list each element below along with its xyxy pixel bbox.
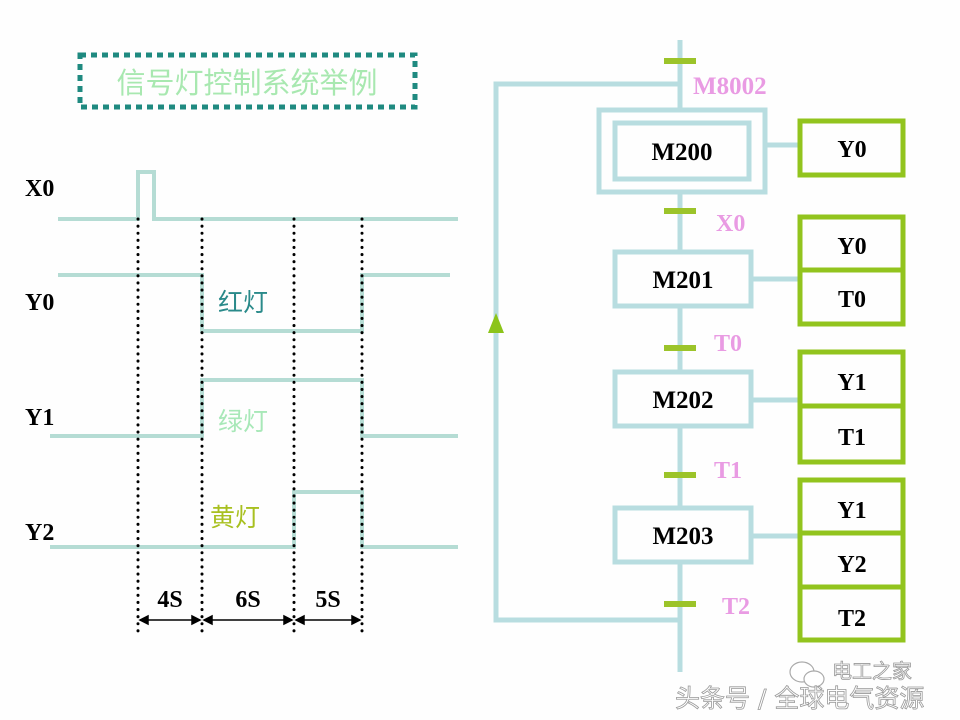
transition-bar-t1 bbox=[664, 472, 696, 478]
step-label-m203: M203 bbox=[652, 523, 713, 550]
sfc-return-loop bbox=[493, 81, 680, 623]
lamp-label-yellow: 黄灯 bbox=[210, 503, 260, 532]
action-m201-y0: Y0 bbox=[837, 234, 866, 260]
signal-label-y0: Y0 bbox=[25, 290, 54, 316]
step-label-m200: M200 bbox=[651, 139, 712, 166]
transition-label-t1: T1 bbox=[714, 458, 742, 484]
action-block-m203: Y1 Y2 T2 bbox=[797, 477, 906, 643]
interval-label-6s: 6S bbox=[235, 587, 260, 613]
title-box: 信号灯控制系统举例 bbox=[77, 52, 418, 110]
action-block-m202: Y1 T1 bbox=[797, 349, 906, 465]
signal-label-y1: Y1 bbox=[25, 405, 54, 431]
waveform-y2 bbox=[50, 490, 458, 549]
step-label-m202: M202 bbox=[652, 387, 713, 414]
transition-label-x0: X0 bbox=[716, 211, 745, 237]
watermark: 电工之家 头条号 / 全球电气资源 bbox=[675, 659, 925, 714]
step-m201: M201 bbox=[612, 249, 800, 309]
action-m203-y1: Y1 bbox=[837, 498, 866, 524]
timing-chart: X0 Y0 Y1 Y2 红灯 绿灯 黄灯 4S 6S 5S bbox=[25, 170, 458, 638]
watermark-line2: 头条号 / 全球电气资源 bbox=[675, 684, 924, 713]
waveform-x0 bbox=[58, 170, 458, 221]
action-block-m200: Y0 bbox=[797, 118, 906, 178]
watermark-line1: 电工之家 bbox=[832, 659, 912, 683]
transition-label-t0: T0 bbox=[714, 331, 742, 357]
transition-label-t2: T2 bbox=[722, 594, 750, 620]
transition-bar-x0 bbox=[664, 208, 696, 214]
action-m200-y0: Y0 bbox=[837, 137, 866, 163]
transition-label-m8002: M8002 bbox=[693, 73, 767, 100]
action-m203-y2: Y2 bbox=[837, 552, 866, 578]
title-text: 信号灯控制系统举例 bbox=[116, 66, 377, 100]
transition-bars bbox=[664, 58, 696, 607]
signal-label-y2: Y2 bbox=[25, 520, 54, 546]
time-markers bbox=[136, 217, 364, 638]
lamp-label-green: 绿灯 bbox=[218, 407, 268, 436]
step-m202: M202 bbox=[612, 369, 800, 429]
action-m201-t0: T0 bbox=[838, 287, 866, 313]
interval-label-5s: 5S bbox=[315, 587, 340, 613]
transition-bar-t2 bbox=[664, 601, 696, 607]
return-arrow-icon bbox=[488, 313, 504, 333]
dimension-arrows bbox=[138, 614, 362, 626]
step-m203: M203 bbox=[612, 505, 800, 565]
transition-bar-m8002 bbox=[664, 58, 696, 64]
action-block-m201: Y0 T0 bbox=[797, 214, 906, 327]
interval-label-4s: 4S bbox=[157, 587, 182, 613]
step-label-m201: M201 bbox=[652, 267, 713, 294]
action-m202-t1: T1 bbox=[838, 425, 866, 451]
waveform-y1 bbox=[50, 378, 458, 438]
action-m203-t2: T2 bbox=[838, 606, 866, 632]
sfc-diagram: M8002 X0 T0 T1 T2 M200 Y0 M201 Y0 T0 bbox=[488, 40, 906, 672]
transition-bar-t0 bbox=[664, 345, 696, 351]
step-m200: M200 bbox=[596, 107, 800, 195]
signal-label-x0: X0 bbox=[25, 176, 54, 202]
waveform-y0 bbox=[58, 273, 450, 333]
action-m202-y1: Y1 bbox=[837, 370, 866, 396]
lamp-label-red: 红灯 bbox=[218, 288, 268, 317]
wechat-icon bbox=[789, 661, 825, 688]
